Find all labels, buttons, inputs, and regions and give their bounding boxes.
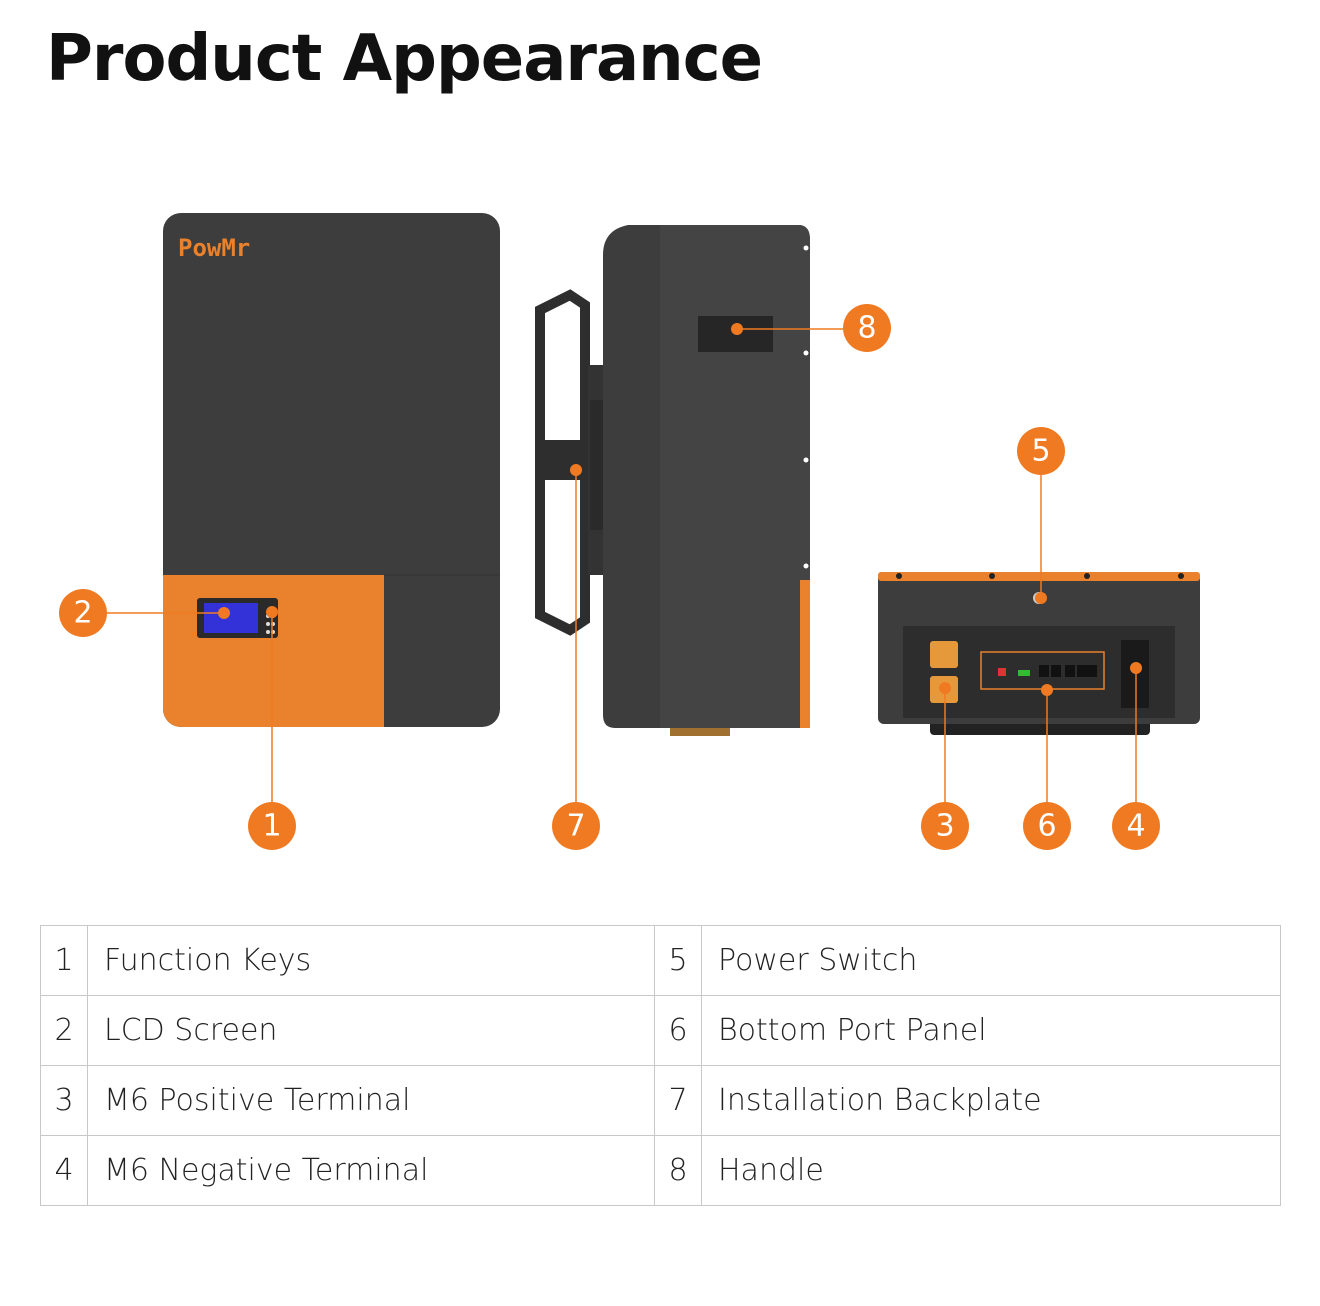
part-number: 1	[40, 925, 88, 996]
part-number: 7	[654, 1065, 702, 1136]
part-label: Handle	[701, 1135, 1281, 1206]
svg-text:6: 6	[1037, 809, 1056, 844]
svg-text:7: 7	[566, 809, 585, 844]
svg-text:5: 5	[1031, 434, 1050, 469]
part-number: 8	[654, 1135, 702, 1206]
part-label: Bottom Port Panel	[701, 995, 1281, 1066]
negative-terminal	[1121, 640, 1149, 708]
svg-text:3: 3	[935, 809, 954, 844]
lcd-screen	[204, 603, 258, 633]
front-view: PowMr	[163, 213, 500, 727]
part-number: 4	[40, 1135, 88, 1206]
part-label: M6 Negative Terminal	[87, 1135, 655, 1206]
bottom-view	[878, 572, 1200, 735]
svg-text:8: 8	[857, 311, 876, 346]
part-label: LCD Screen	[87, 995, 655, 1066]
part-number: 2	[40, 995, 88, 1066]
part-label: Function Keys	[87, 925, 655, 996]
part-label: Power Switch	[701, 925, 1281, 996]
callout-2: 2	[59, 589, 107, 637]
part-label: Installation Backplate	[701, 1065, 1281, 1136]
part-label: M6 Positive Terminal	[87, 1065, 655, 1136]
callout-3: 3	[921, 802, 969, 850]
part-number: 3	[40, 1065, 88, 1136]
leader-dots	[218, 323, 1142, 696]
callout-8: 8	[843, 304, 891, 352]
brand-logo: PowMr	[178, 234, 250, 262]
svg-text:2: 2	[73, 596, 92, 631]
product-illustration: PowMr	[59, 213, 1200, 850]
callout-6: 6	[1023, 802, 1071, 850]
svg-text:4: 4	[1126, 809, 1145, 844]
leader-lines	[107, 328, 1137, 802]
page-title: Product Appearance	[46, 22, 763, 96]
callout-7: 7	[552, 802, 600, 850]
part-number: 5	[654, 925, 702, 996]
positive-terminal	[930, 641, 958, 668]
svg-text:1: 1	[262, 809, 281, 844]
callout-4: 4	[1112, 802, 1160, 850]
callout-5: 5	[1017, 427, 1065, 475]
side-view	[535, 225, 810, 736]
callout-1: 1	[248, 802, 296, 850]
part-number: 6	[654, 995, 702, 1066]
